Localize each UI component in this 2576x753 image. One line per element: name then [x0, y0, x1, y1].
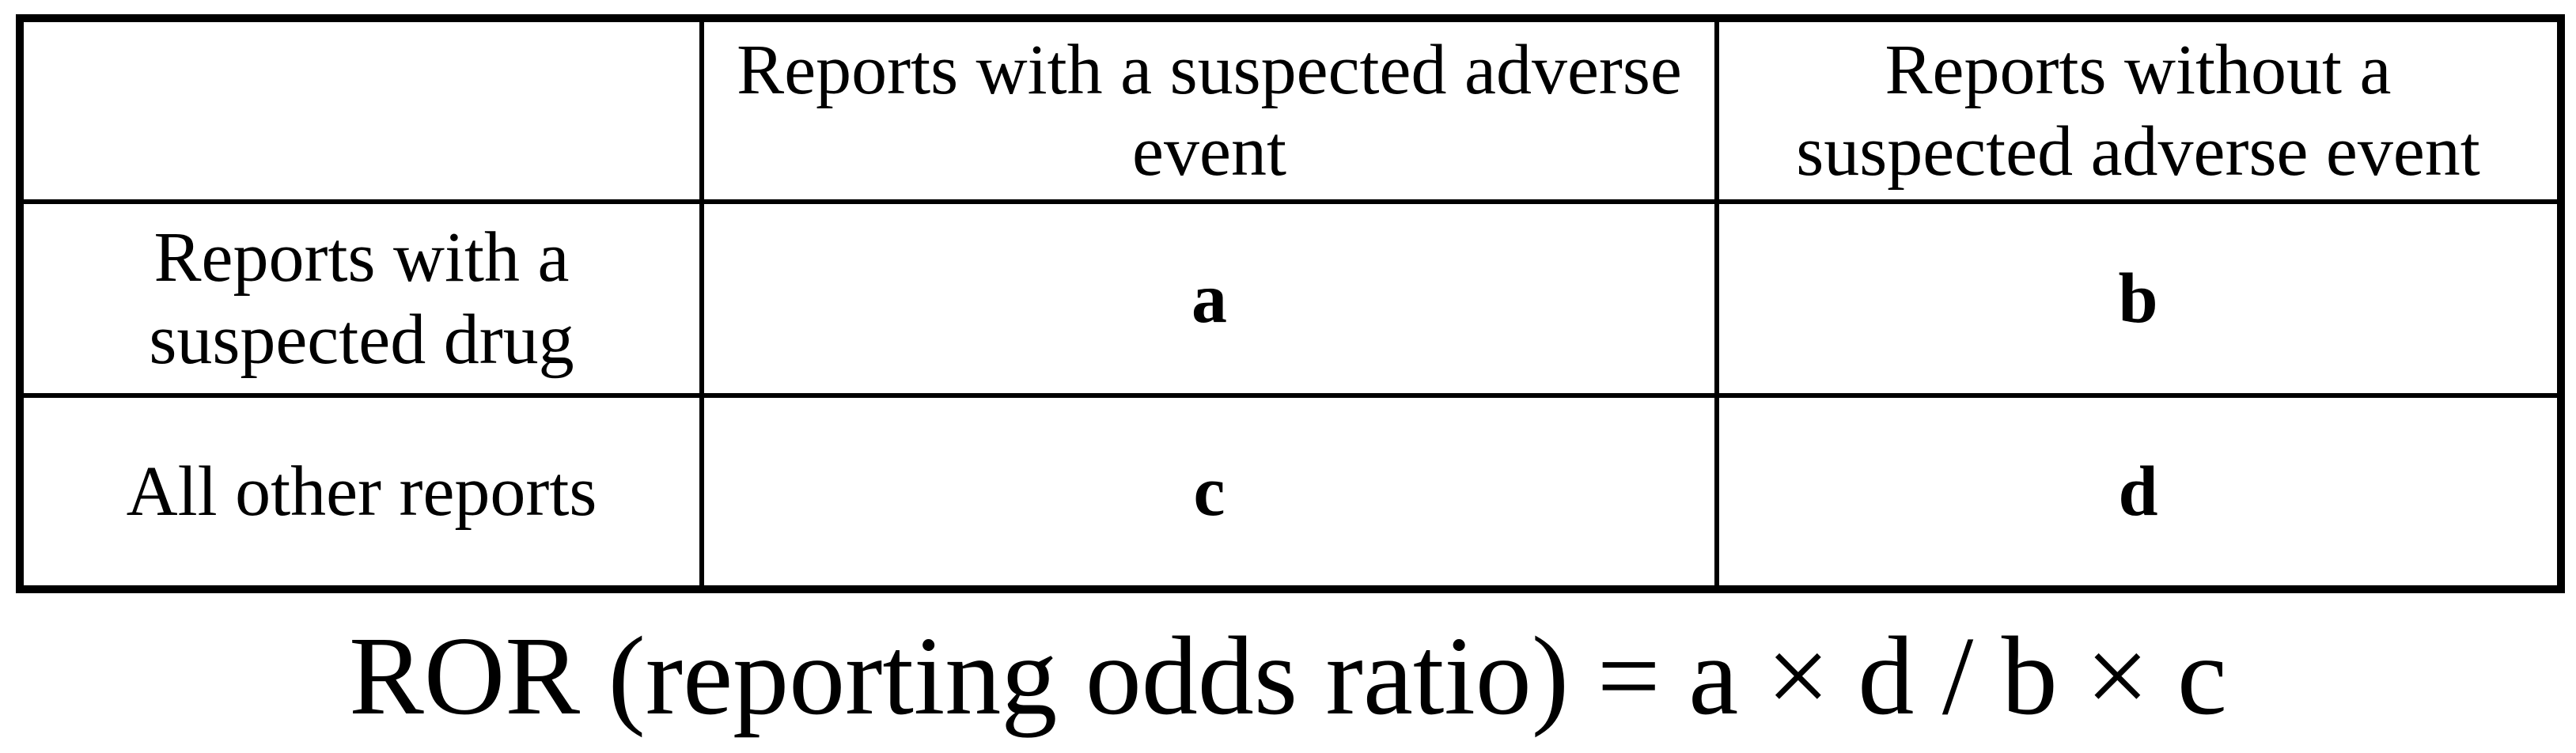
contingency-table: Reports with a suspected adverse event R…	[16, 14, 2565, 593]
cell-d: d	[1714, 393, 2563, 592]
corner-cell	[17, 16, 704, 204]
ror-formula: ROR (reporting odds ratio) = a × d / b ×…	[349, 613, 2227, 738]
header-cell-without-adverse-event: Reports without a suspected adverse even…	[1714, 16, 2563, 204]
table-header-row: Reports with a suspected adverse event R…	[17, 16, 2563, 204]
cell-a: a	[699, 199, 1719, 398]
cell-b: b	[1714, 199, 2563, 398]
row-label-all-other-reports: All other reports	[17, 393, 704, 592]
table-row-all-other-reports: All other reports c d	[17, 393, 2563, 592]
cell-c: c	[699, 393, 1719, 592]
header-cell-with-adverse-event: Reports with a suspected adverse event	[699, 16, 1719, 204]
row-label-suspected-drug: Reports with a suspected drug	[17, 199, 704, 398]
table-row-suspected-drug: Reports with a suspected drug a b	[17, 199, 2563, 398]
